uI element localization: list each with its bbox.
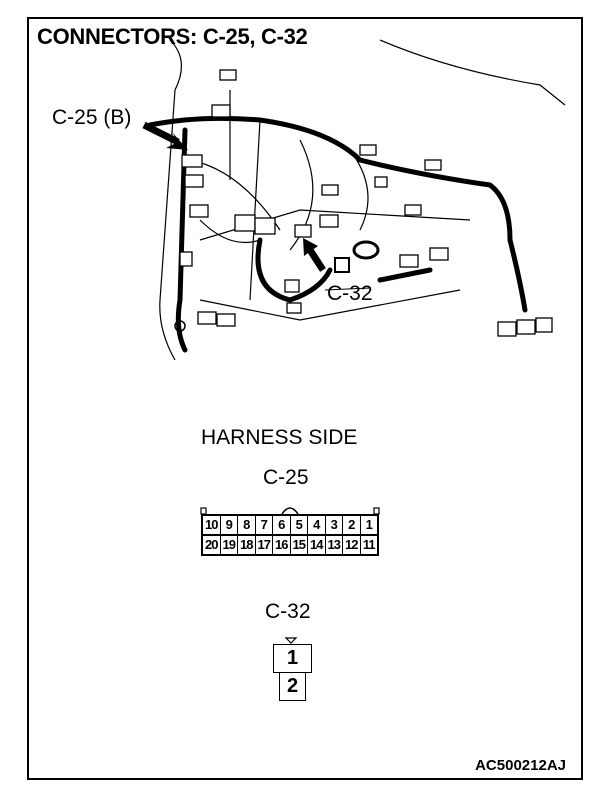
c25-pin: 5	[289, 516, 308, 534]
c25-pin: 8	[237, 516, 255, 534]
c25-pin: 1	[359, 516, 378, 534]
c25-pin: 17	[254, 536, 273, 554]
c25-pin: 15	[289, 536, 308, 554]
c25-pin: 11	[359, 536, 378, 554]
c25-pin: 4	[307, 516, 325, 534]
c25-pin: 18	[237, 536, 255, 554]
diagram-frame	[27, 17, 583, 780]
c25-arrow-icon	[142, 121, 188, 150]
ground-point	[174, 320, 186, 332]
c25-pin: 16	[272, 536, 290, 554]
figure-code: AC500212AJ	[475, 757, 566, 774]
c25-pin: 14	[307, 536, 325, 554]
c25-latch	[281, 507, 299, 515]
main-harness	[147, 115, 528, 313]
c25-pin: 7	[254, 516, 273, 534]
leader-line	[324, 287, 371, 291]
harness-branch	[255, 237, 333, 303]
body-outline	[199, 289, 461, 321]
grommet	[352, 240, 380, 260]
body-outline	[159, 39, 182, 361]
c25-row-2: 20 19 18 17 16 15 14 13 12 11	[203, 534, 377, 554]
harness-connectors	[179, 69, 553, 337]
callout-c32: C-32	[327, 282, 373, 305]
c25-pin: 3	[324, 516, 343, 534]
harness-side-label: HARNESS SIDE	[201, 426, 358, 449]
body-outline	[379, 39, 566, 106]
c25-connector: 10 9 8 7 6 5 4 3 2 1 20 19 18 17 16 15 1…	[201, 514, 379, 556]
c25-pin: 10	[205, 517, 218, 532]
c32-connector-body	[334, 257, 350, 273]
c25-pin: 6	[272, 516, 290, 534]
c25-pin: 12	[342, 536, 360, 554]
c32-pin-1: 1	[273, 644, 312, 673]
c25-pin: 13	[324, 536, 343, 554]
c32-pin-2: 2	[279, 672, 306, 701]
callout-c25: C-25 (B)	[52, 106, 132, 129]
c32-label: C-32	[265, 600, 311, 623]
c25-pin: 20	[205, 537, 218, 552]
c25-label: C-25	[263, 466, 309, 489]
c32-latch-icon	[284, 637, 298, 644]
diagram-title: CONNECTORS: C-25, C-32	[37, 24, 308, 49]
body-outline	[199, 209, 471, 241]
c25-row-1: 10 9 8 7 6 5 4 3 2 1	[203, 516, 377, 534]
harness-branch	[377, 267, 433, 283]
harness-branch	[175, 127, 188, 353]
c25-pin: 19	[219, 536, 238, 554]
c25-pin: 9	[219, 516, 238, 534]
c25-pin: 2	[342, 516, 360, 534]
c32-arrow-icon	[303, 238, 326, 272]
